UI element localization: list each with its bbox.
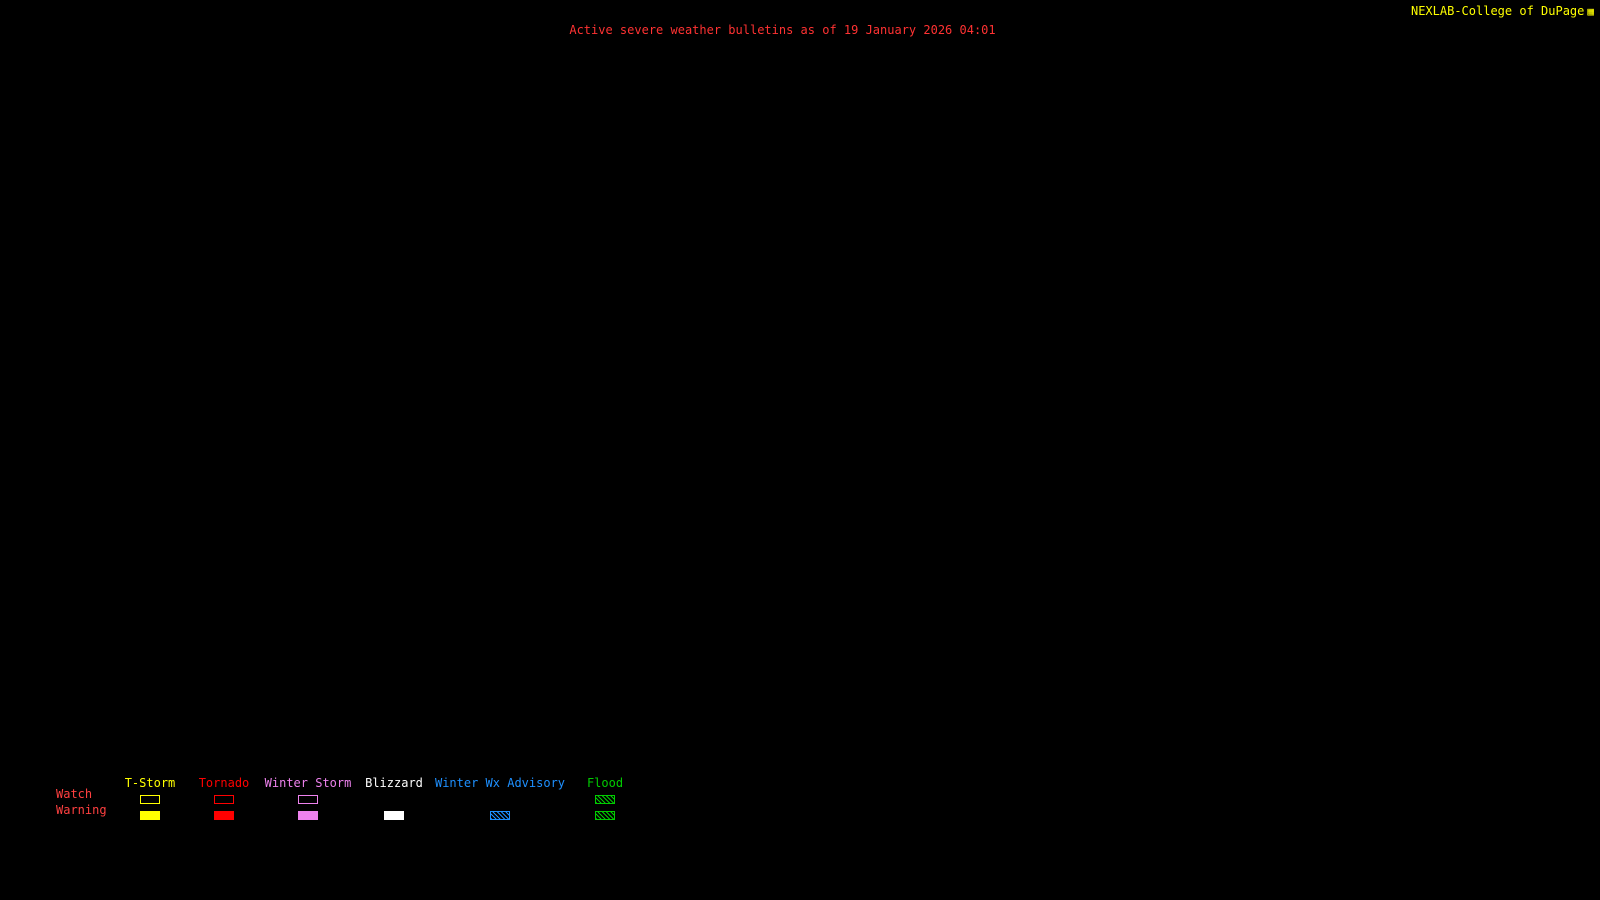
legend-column-label: Winter Storm [264, 776, 352, 790]
legend-column-tstorm: T-Storm [106, 777, 194, 820]
legend-column-label: Tornado [198, 776, 250, 790]
legend-column-label: Blizzard [365, 776, 423, 790]
station-logo-icon: ▦ [1587, 5, 1594, 18]
legend-column-label: T-Storm [124, 776, 176, 790]
flood-warning-swatch [595, 811, 615, 820]
legend-watch-row-label: Watch [56, 787, 93, 801]
tstorm-warning-swatch [140, 811, 160, 820]
legend-column-label: Flood [586, 776, 624, 790]
legend-column-winter-wx-advisory: Winter Wx Advisory [428, 777, 572, 820]
tornado-warning-swatch [214, 811, 234, 820]
legend: Watch Warning T-Storm Tornado Winter Sto… [0, 777, 800, 825]
legend-column-blizzard: Blizzard [350, 777, 438, 820]
tornado-watch-swatch [214, 795, 234, 804]
winter-wx-advisory-warning-swatch [490, 811, 510, 820]
legend-column-tornado: Tornado [180, 777, 268, 820]
winter-storm-warning-swatch [298, 811, 318, 820]
winter-storm-watch-swatch [298, 795, 318, 804]
legend-column-winter-storm: Winter Storm [256, 777, 360, 820]
bulletin-headline: Active severe weather bulletins as of 19… [569, 23, 996, 37]
legend-column-flood: Flood [568, 777, 642, 820]
legend-column-label: Winter Wx Advisory [434, 776, 566, 790]
station-label: NEXLAB-College of DuPage▦ [1411, 4, 1594, 19]
flood-watch-swatch [595, 795, 615, 804]
station-label-text: NEXLAB-College of DuPage [1410, 4, 1585, 18]
legend-warning-row-label: Warning [56, 803, 107, 817]
blizzard-warning-swatch [384, 811, 404, 820]
tstorm-watch-swatch [140, 795, 160, 804]
